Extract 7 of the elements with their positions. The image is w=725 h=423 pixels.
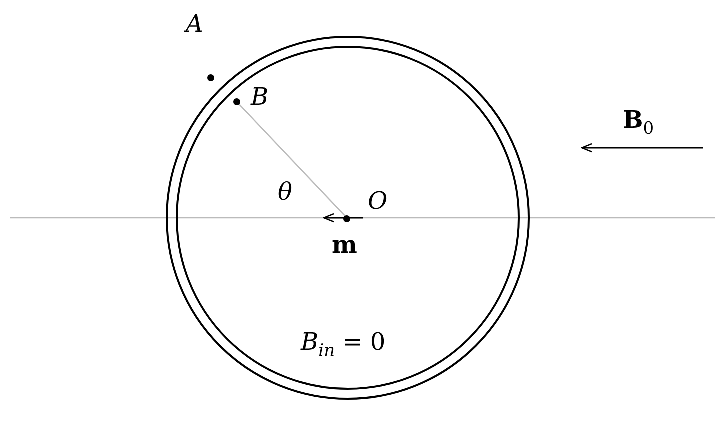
point-label: A — [186, 12, 204, 36]
angle-label: θ — [278, 180, 292, 204]
field-equation: B$_{in}$ = 0 — [301, 330, 386, 360]
point-label: B — [251, 85, 269, 109]
point-label: O — [368, 189, 388, 213]
vector-label: B$_{0}$ — [623, 108, 654, 138]
vector-label: m — [332, 233, 358, 257]
